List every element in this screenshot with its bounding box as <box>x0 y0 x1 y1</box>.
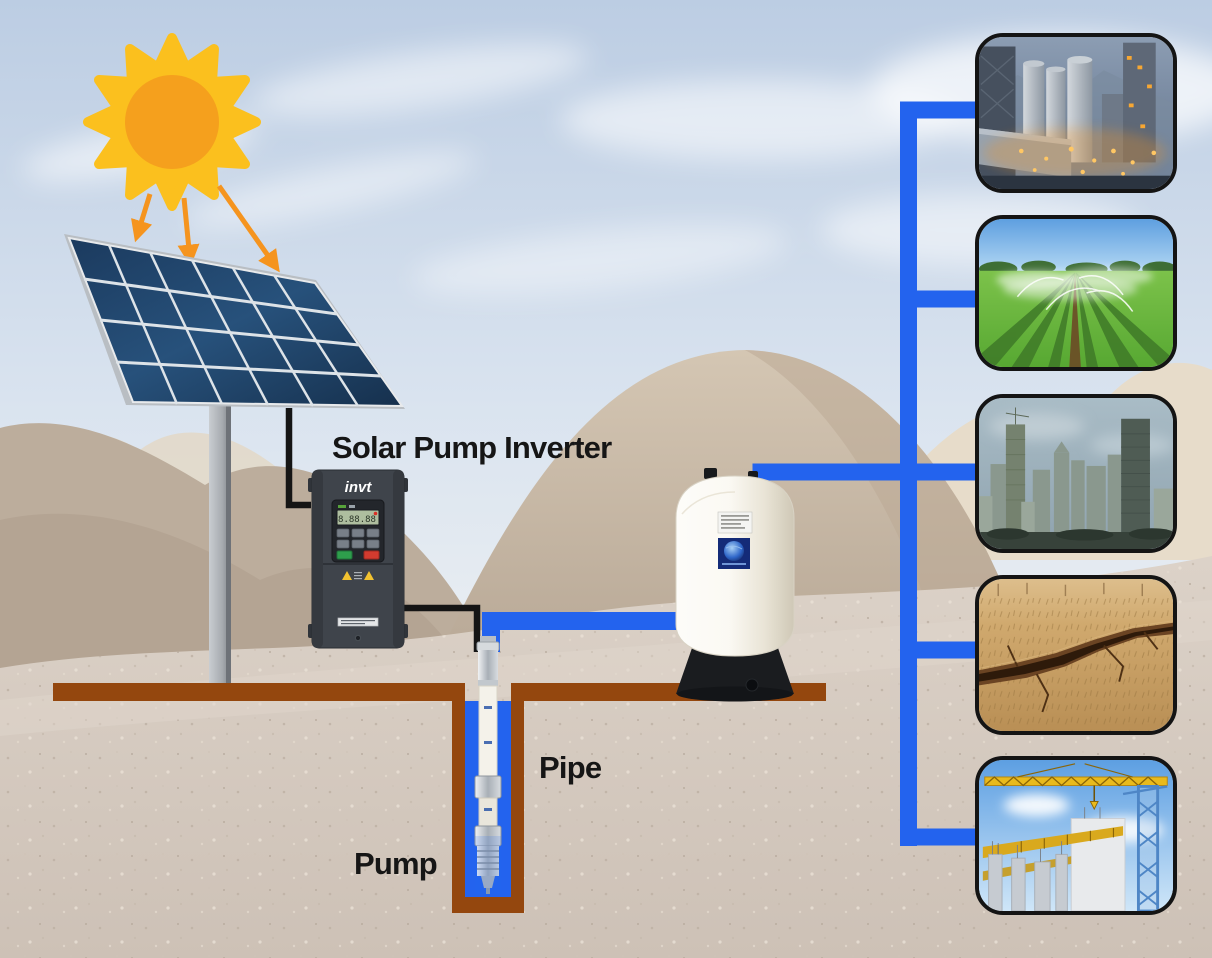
panel-grid <box>83 244 382 407</box>
pump-label: Pump <box>354 846 438 881</box>
application-photo-dry-farmland <box>975 575 1177 735</box>
warning-label <box>342 571 374 580</box>
inverter-brand: invt <box>345 479 373 496</box>
application-photo-industrial-plant <box>975 33 1177 193</box>
tower-crane-mast <box>1122 785 1168 911</box>
inverter-label: Solar Pump Inverter <box>332 430 612 465</box>
ground-cross-section <box>53 683 826 913</box>
tank-base <box>676 648 794 699</box>
crane-boom <box>984 763 1168 811</box>
tank-brand-logo <box>718 538 750 569</box>
pv-dc-cable <box>285 408 311 509</box>
sunlight-arrows <box>131 184 280 273</box>
pressure-tank <box>664 456 806 706</box>
run-key <box>336 550 353 560</box>
submersible-pump <box>470 636 506 894</box>
application-photo-farm-irrigation <box>975 215 1177 371</box>
stop-key <box>363 550 380 560</box>
tank-valve-fitting <box>704 468 717 479</box>
pipe-label: Pipe <box>539 750 602 785</box>
panel-pole <box>209 400 231 685</box>
motor-cable <box>404 604 481 652</box>
solar-panel <box>64 234 405 409</box>
tank-spec-label <box>717 511 753 534</box>
sun-icon <box>83 33 261 211</box>
solar-pump-inverter-device: invt 8.88.88 <box>308 468 408 652</box>
inverter-keypad-display: 8.88.88 <box>331 499 385 563</box>
inverter-lcd-value: 8.88.88 <box>338 515 376 525</box>
application-photo-construction-site <box>975 756 1177 915</box>
application-photo-city-buildings <box>975 394 1177 553</box>
